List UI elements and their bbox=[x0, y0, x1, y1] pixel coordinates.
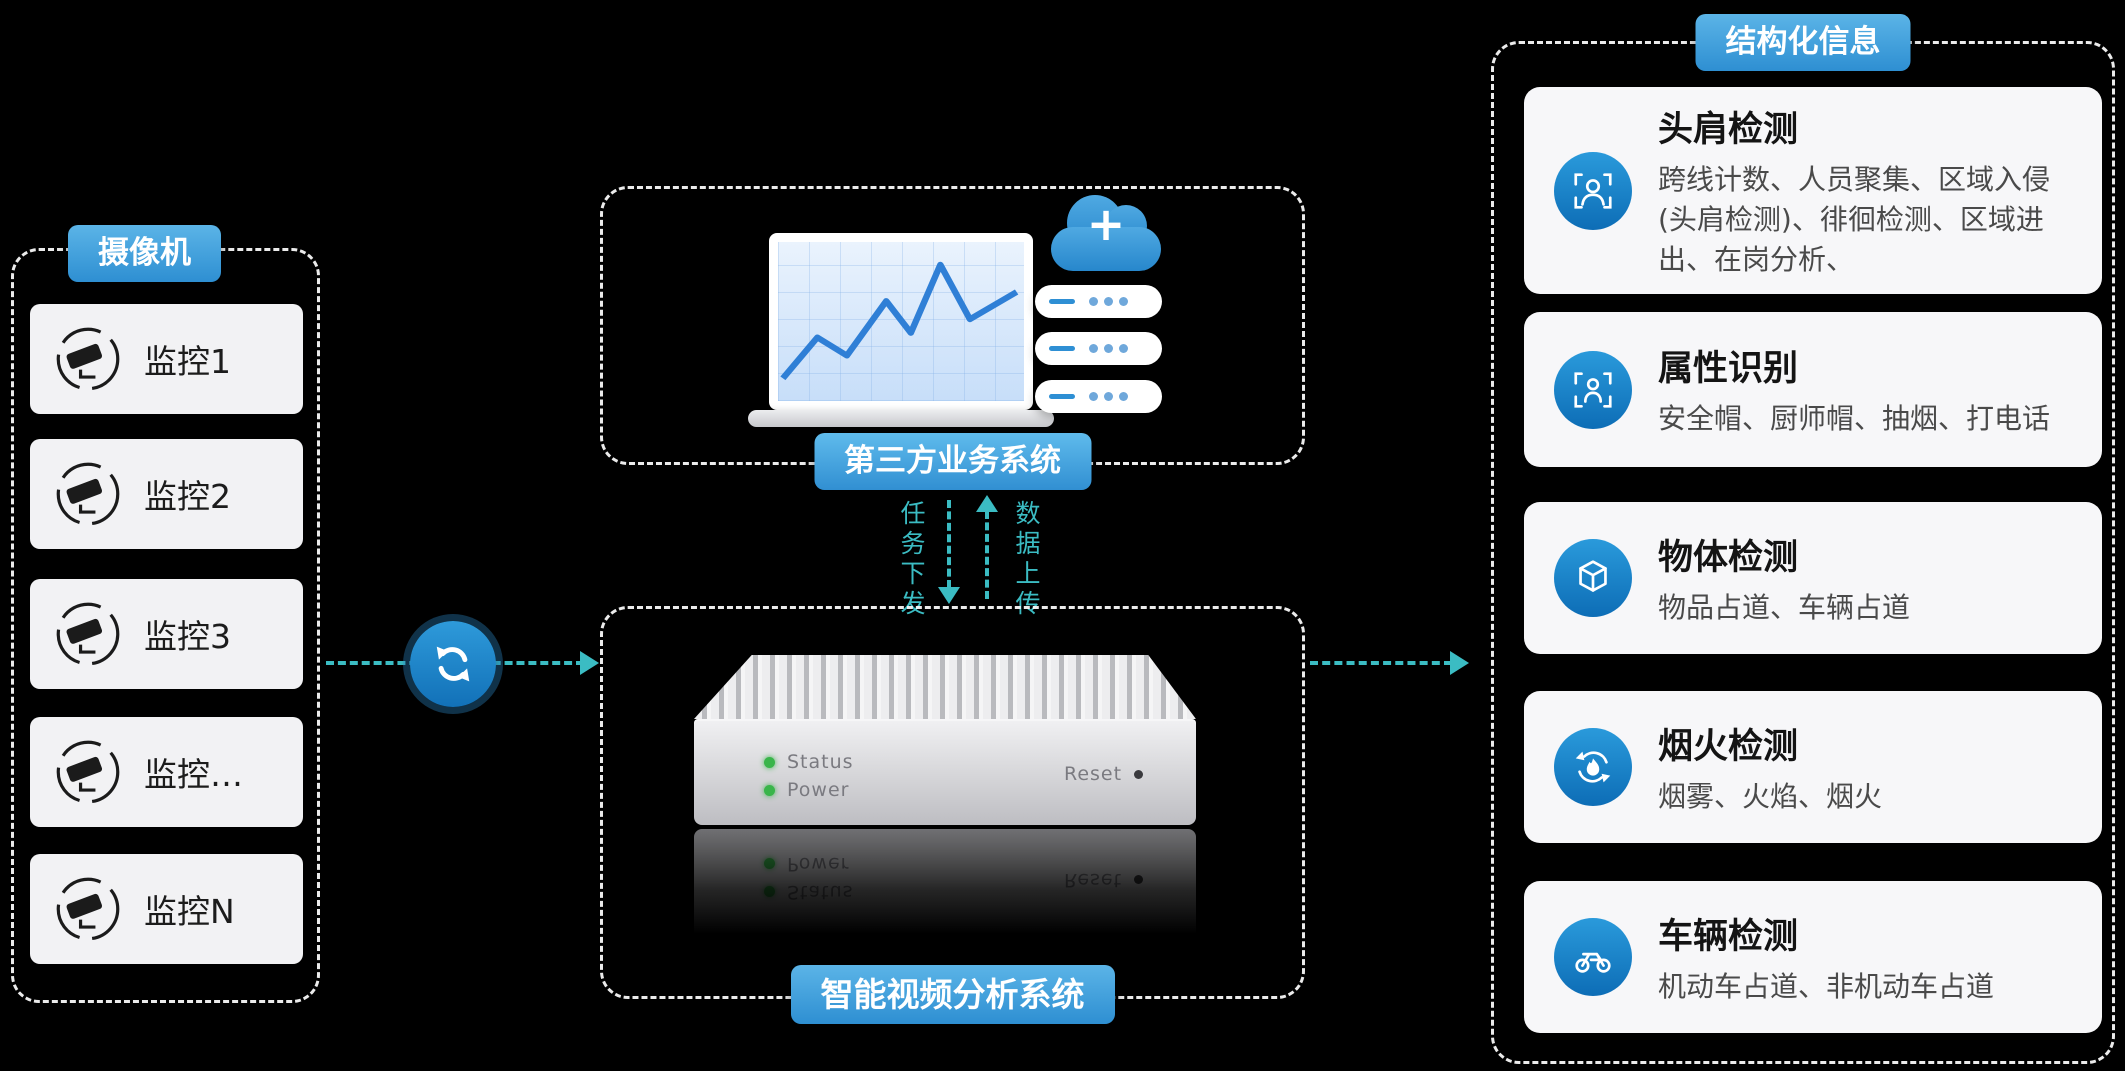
card-desc: 安全帽、厨师帽、抽烟、打电话 bbox=[1658, 402, 2051, 436]
analysis-system-title: 智能视频分析系统 bbox=[790, 965, 1115, 1024]
data-upload-label: 数据上传 bbox=[1012, 500, 1041, 620]
laptop-screen bbox=[769, 233, 1033, 410]
device-heatsink bbox=[694, 655, 1196, 719]
task-dispatch-arrowhead bbox=[938, 587, 960, 604]
reset-label: Reset bbox=[1064, 763, 1123, 785]
structured-info-title: 结构化信息 bbox=[1695, 14, 1911, 71]
camera-panel: 摄像机 监控1 监控2 监控3 监控… bbox=[11, 225, 320, 1003]
server-slot bbox=[1049, 394, 1075, 399]
reset-button bbox=[1134, 769, 1144, 779]
card-title: 头肩检测 bbox=[1658, 110, 1799, 151]
cctv-camera-icon bbox=[52, 736, 124, 808]
info-card-object: 物体检测 物品占道、车辆占道 bbox=[1524, 502, 2102, 654]
camera-item-label: 监控N bbox=[144, 892, 235, 931]
card-title: 物体检测 bbox=[1658, 537, 1799, 578]
server-bar bbox=[1035, 332, 1162, 365]
camera-item: 监控1 bbox=[30, 304, 303, 414]
connector-arrowhead bbox=[580, 651, 599, 675]
server-slot bbox=[1049, 346, 1075, 351]
camera-item-label: 监控3 bbox=[144, 617, 231, 656]
cctv-camera-icon bbox=[52, 598, 124, 670]
task-dispatch-label: 任务下发 bbox=[897, 500, 926, 620]
server-bar bbox=[1035, 285, 1162, 318]
status-led bbox=[764, 756, 775, 768]
attribute-recognition-icon bbox=[1554, 350, 1632, 429]
cctv-camera-icon bbox=[52, 458, 124, 530]
analysis-system-panel: Status Power Reset Status Power Reset bbox=[600, 606, 1305, 1024]
cloud-upload-icon: + bbox=[1051, 195, 1161, 271]
plus-icon: + bbox=[1086, 197, 1126, 251]
camera-item-label: 监控1 bbox=[144, 342, 231, 381]
card-desc: 物品占道、车辆占道 bbox=[1658, 590, 1911, 624]
card-title: 车辆检测 bbox=[1658, 916, 1799, 957]
device-front-panel: Status Power Reset bbox=[694, 719, 1196, 825]
camera-item-label: 监控… bbox=[144, 755, 243, 794]
card-desc: 跨线计数、人员聚集、区域入侵(头肩检测)、徘徊检测、区域进出、在岗分析、 bbox=[1658, 163, 2051, 276]
data-upload-line bbox=[985, 511, 989, 599]
info-card-head-shoulder: 头肩检测 跨线计数、人员聚集、区域入侵(头肩检测)、徘徊检测、区域进出、在岗分析… bbox=[1524, 87, 2102, 294]
card-desc: 机动车占道、非机动车占道 bbox=[1658, 969, 1995, 1003]
camera-item: 监控… bbox=[30, 717, 303, 827]
camera-item: 监控3 bbox=[30, 579, 303, 689]
task-dispatch-line bbox=[947, 500, 951, 588]
status-label: Status bbox=[787, 751, 854, 773]
fire-smoke-detection-icon bbox=[1554, 728, 1632, 806]
object-detection-icon bbox=[1554, 539, 1632, 617]
cctv-camera-icon bbox=[52, 323, 124, 395]
line-chart-illustration bbox=[778, 242, 1024, 401]
info-card-fire-smoke: 烟火检测 烟雾、火焰、烟火 bbox=[1524, 691, 2102, 843]
power-led bbox=[764, 784, 775, 796]
server-bar bbox=[1035, 380, 1162, 413]
card-title: 烟火检测 bbox=[1658, 726, 1799, 767]
card-desc: 烟雾、火焰、烟火 bbox=[1658, 779, 1883, 813]
info-card-attribute: 属性识别 安全帽、厨师帽、抽烟、打电话 bbox=[1524, 312, 2102, 467]
cctv-camera-icon bbox=[52, 873, 124, 945]
server-slot bbox=[1049, 299, 1075, 304]
data-upload-arrowhead bbox=[976, 495, 998, 512]
info-card-vehicle: 车辆检测 机动车占道、非机动车占道 bbox=[1524, 881, 2102, 1033]
third-party-system-title: 第三方业务系统 bbox=[814, 433, 1091, 490]
sync-icon bbox=[410, 621, 496, 707]
power-label: Power bbox=[787, 779, 850, 801]
camera-item-label: 监控2 bbox=[144, 477, 231, 516]
head-shoulder-detection-icon bbox=[1554, 151, 1632, 230]
camera-item: 监控N bbox=[30, 854, 303, 964]
connector-arrowhead bbox=[1450, 651, 1469, 675]
laptop-base bbox=[748, 410, 1054, 427]
card-title: 属性识别 bbox=[1658, 349, 1799, 390]
vehicle-detection-icon bbox=[1554, 918, 1632, 996]
camera-item: 监控2 bbox=[30, 439, 303, 549]
system-to-output-connector bbox=[1310, 661, 1452, 665]
reflection-fade-overlay bbox=[691, 829, 1199, 939]
camera-panel-title: 摄像机 bbox=[68, 225, 221, 282]
structured-info-panel: 结构化信息 头肩检测 跨线计数、人员聚集、区域入侵(头肩检测)、徘徊检测、区域进… bbox=[1491, 14, 2115, 1064]
third-party-system-panel: + 第三方业务系统 bbox=[600, 186, 1305, 490]
